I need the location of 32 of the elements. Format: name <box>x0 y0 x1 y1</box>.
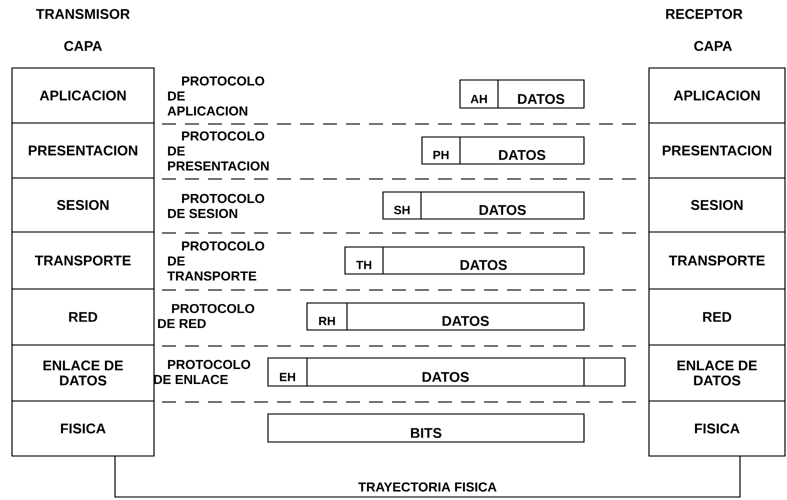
layer-box: SESION <box>648 177 786 233</box>
layer-heading: TRANSMISOR <box>36 9 130 19</box>
layer-box: PRESENTACION <box>648 122 786 179</box>
protocol-label: PROTOCOLO DE SESION <box>168 194 264 218</box>
layer-box: APLICACION <box>648 67 786 124</box>
protocol-label: PROTOCOLO DE TRANSPORTE <box>167 241 264 281</box>
layer-box: ENLACE DE DATOS <box>648 344 786 402</box>
layer-box: TRANSPORTE <box>11 231 155 290</box>
packet-box: SH DATOS <box>382 191 585 220</box>
layer-box: FISICA <box>11 400 155 457</box>
layer-box: APLICACION <box>11 67 155 124</box>
layer-box: PRESENTACION <box>11 122 155 179</box>
layer-box: ENLACE DE DATOS <box>11 344 155 402</box>
protocol-label: PROTOCOLO DE APLICACION <box>168 76 264 116</box>
edge-label: TRAYECTORIA FISICA <box>356 480 498 494</box>
packet-box: PH DATOS <box>421 136 585 165</box>
layer-box: FISICA <box>648 400 786 457</box>
protocol-label: PROTOCOLO DE RED <box>158 304 254 328</box>
protocol-label: PROTOCOLO DE PRESENTACION <box>168 131 269 171</box>
layer-box: RED <box>648 288 786 346</box>
layer-heading: RECEPTOR <box>666 9 742 19</box>
layer-box: RED <box>11 288 155 346</box>
packet-box: AH DATOS <box>459 79 585 109</box>
layer-heading: CAPA <box>64 41 102 51</box>
layer-box: TRANSPORTE <box>648 231 786 290</box>
packet-box: BITS <box>267 413 585 443</box>
packet-box: TH DATOS <box>344 246 585 275</box>
layer-heading: CAPA <box>694 41 732 51</box>
physical-path-line <box>114 456 741 498</box>
layer-box: SESION <box>11 177 155 233</box>
packet-box: RH DATOS <box>306 302 585 331</box>
packet-box: EH DATOS <box>267 357 626 387</box>
